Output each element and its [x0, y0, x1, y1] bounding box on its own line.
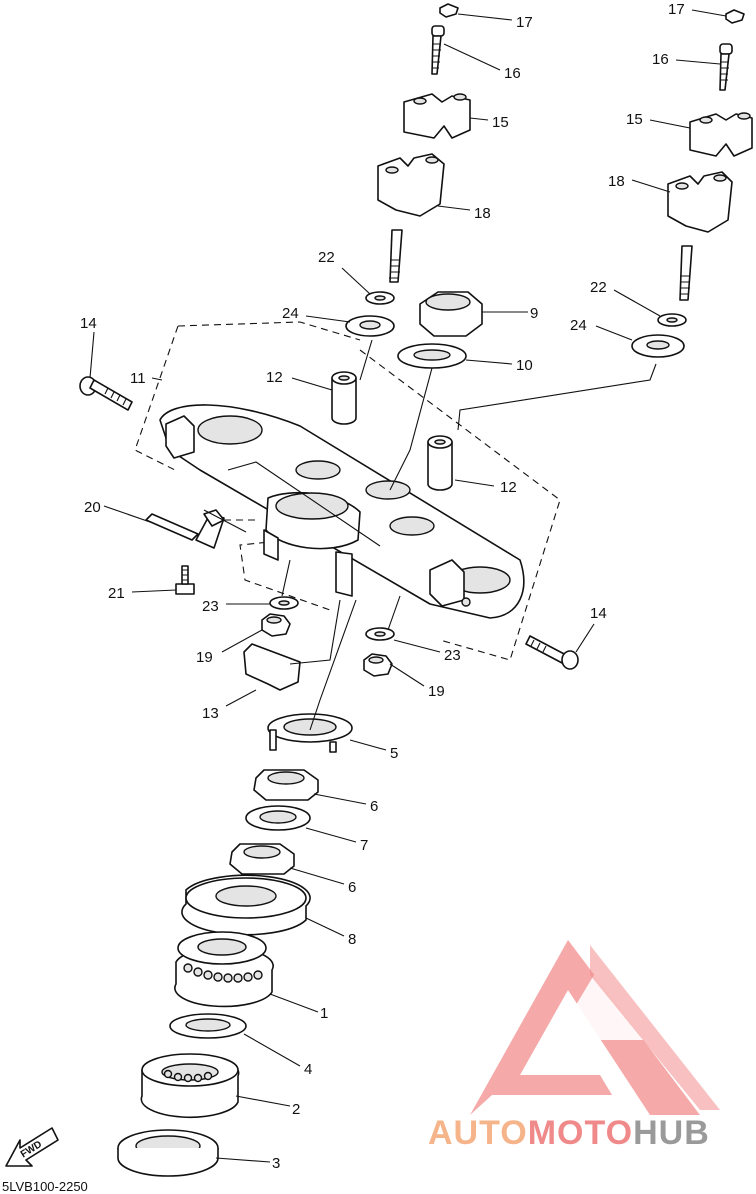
part-16-bolt-left — [431, 25, 445, 75]
part-21-bolt — [175, 565, 195, 595]
part-6-ring-nut-upper — [253, 769, 319, 801]
bearing-balls-lower — [163, 1069, 213, 1083]
part-1-upper-bearing — [174, 931, 274, 1008]
callout-22-left: 22 — [318, 249, 335, 266]
part-14-bolt-left — [79, 376, 133, 411]
callout-14-left: 14 — [80, 315, 97, 332]
callout-7: 7 — [360, 837, 368, 854]
callout-18-left: 18 — [474, 205, 491, 222]
callout-14-right: 14 — [590, 605, 607, 622]
callout-23-left: 23 — [202, 598, 219, 615]
part-18-lower-holder-right — [667, 171, 733, 301]
part-12-collar-left — [331, 371, 357, 425]
bearing-balls — [183, 963, 263, 983]
part-10-washer — [397, 343, 467, 369]
drawing-code: 5LVB100-2250 — [2, 1179, 88, 1194]
callout-19-left: 19 — [196, 649, 213, 666]
part-3-seal — [117, 1129, 219, 1177]
part-24-washer-right — [631, 334, 685, 358]
callout-19-right: 19 — [428, 683, 445, 700]
callout-12-right: 12 — [500, 479, 517, 496]
part-6-ring-nut-lower — [229, 843, 295, 875]
callout-24-left: 24 — [282, 305, 299, 322]
watermark-word-moto: MOTO — [528, 1114, 633, 1152]
callout-8: 8 — [348, 931, 356, 948]
part-14-bolt-right — [525, 635, 579, 670]
part-22-washer-left — [365, 291, 395, 305]
fwd-direction-arrow: FWD — [5, 1127, 59, 1167]
callout-10: 10 — [516, 357, 533, 374]
callout-2: 2 — [292, 1101, 300, 1118]
watermark-word-hub: HUB — [633, 1114, 710, 1152]
part-23-washer-left — [269, 596, 299, 610]
watermark-logo — [470, 940, 720, 1115]
part-17-cap-right — [725, 9, 745, 24]
callout-22-right: 22 — [590, 279, 607, 296]
part-18-lower-holder-left — [377, 153, 445, 283]
callout-6-lower: 6 — [348, 879, 356, 896]
callout-16-left: 16 — [504, 65, 521, 82]
leader-lines — [89, 9, 727, 1163]
part-23-washer-right — [365, 627, 395, 641]
part-22-washer-right — [657, 313, 687, 327]
callout-4: 4 — [304, 1061, 312, 1078]
part-9-steering-stem-nut — [419, 291, 483, 337]
part-11-upper-bracket — [159, 404, 525, 619]
part-8-bearing-cover — [181, 874, 311, 936]
callout-17-left: 17 — [516, 14, 533, 31]
callout-6-upper: 6 — [370, 798, 378, 815]
part-7-rubber-washer — [245, 805, 311, 831]
part-24-washer-left — [345, 315, 395, 337]
part-19-nut-left — [261, 613, 291, 637]
part-15-upper-holder-left — [403, 93, 471, 139]
part-15-upper-holder-right — [689, 112, 753, 157]
watermark-wordmark: AUTOMOTOHUB — [428, 1114, 710, 1152]
callout-18-right: 18 — [608, 173, 625, 190]
callout-labels: 17 16 15 18 22 24 9 10 12 11 14 12 20 21… — [80, 1, 685, 1172]
part-20-cable-guide — [145, 509, 225, 549]
callout-3: 3 — [272, 1155, 280, 1172]
part-4-dust-seal — [169, 1013, 247, 1039]
part-2-lower-bearing — [140, 1053, 240, 1119]
callout-21: 21 — [108, 585, 125, 602]
callout-1: 1 — [320, 1005, 328, 1022]
callout-5: 5 — [390, 745, 398, 762]
callout-11: 11 — [130, 370, 146, 387]
callout-15-right: 15 — [626, 111, 643, 128]
callout-24-right: 24 — [570, 317, 587, 334]
part-5-lock-washer — [267, 713, 353, 753]
part-16-bolt-right — [719, 43, 733, 91]
callout-23-right: 23 — [444, 647, 461, 664]
part-17-cap-left — [439, 3, 459, 18]
callout-20: 20 — [84, 499, 101, 516]
part-19-nut-right — [363, 653, 393, 677]
callout-9: 9 — [530, 305, 538, 322]
callout-16-right: 16 — [652, 51, 669, 68]
callout-13: 13 — [202, 705, 219, 722]
callout-12-left: 12 — [266, 369, 283, 386]
part-12-collar-right — [427, 435, 453, 491]
watermark-word-auto: AUTO — [428, 1114, 528, 1152]
part-13-plate — [243, 643, 301, 691]
callout-17-right: 17 — [668, 1, 685, 18]
callout-15-left: 15 — [492, 114, 509, 131]
